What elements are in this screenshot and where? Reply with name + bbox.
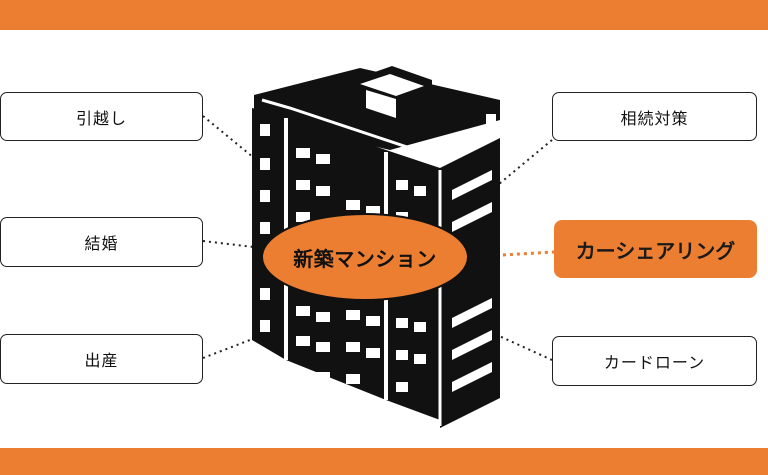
box-inheritance-planning: 相続対策	[552, 92, 757, 141]
center-ellipse	[261, 213, 469, 301]
box-childbirth: 出産	[0, 334, 203, 384]
connector-right-top	[457, 139, 553, 219]
box-card-loan: カードローン	[552, 336, 757, 386]
center-label: 新築マンション	[293, 246, 437, 271]
connector-left-bottom	[202, 329, 277, 359]
building-illustration	[252, 66, 500, 428]
box-car-sharing-highlight: カーシェアリング	[554, 220, 757, 278]
top-accent-band	[0, 0, 768, 30]
box-marriage: 結婚	[0, 217, 203, 267]
bottom-accent-band	[0, 448, 768, 475]
box-moving: 引越し	[0, 92, 203, 141]
